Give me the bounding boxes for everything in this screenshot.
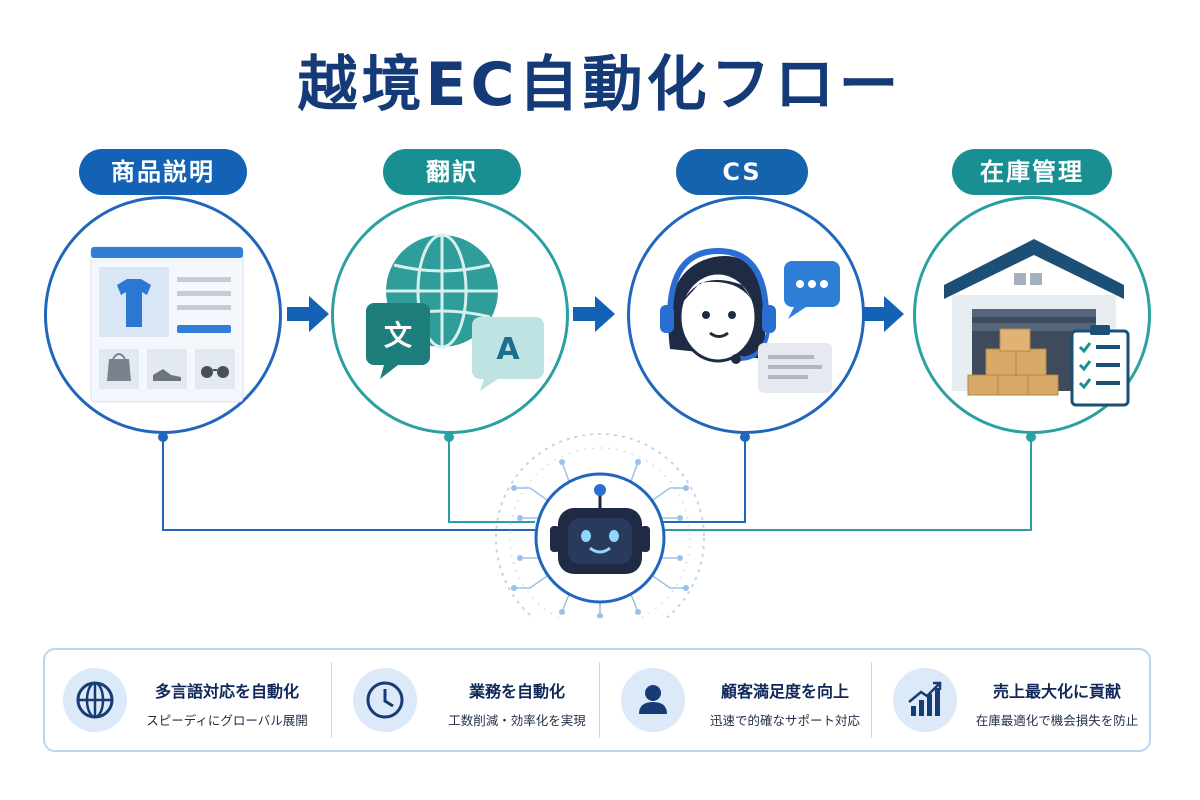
connector-dot <box>444 432 454 442</box>
step-label-inventory: 在庫管理 <box>952 149 1112 195</box>
arrow-right-icon <box>287 296 329 332</box>
benefit-title: 業務を自動化 <box>468 682 565 701</box>
divider <box>599 662 600 738</box>
divider <box>871 662 872 738</box>
benefit-sales: 売上最大化に貢献 在庫最適化で機会損失を防止 <box>875 650 1151 750</box>
benefits-panel: 多言語対応を自動化 スピーディにグローバル展開 業務を自動化 工数削減・効率化を… <box>43 648 1151 752</box>
ai-hub <box>495 433 705 618</box>
user-icon <box>621 668 685 732</box>
arrow-right-icon <box>573 296 615 332</box>
translation-target-glyph: A <box>496 332 520 367</box>
connector-dot <box>1026 432 1036 442</box>
benefit-automation: 業務を自動化 工数削減・効率化を実現 <box>335 650 597 750</box>
globe-translation-icon: 文 A <box>366 233 544 391</box>
step-customer-support <box>627 196 865 434</box>
translation-source-glyph: 文 <box>384 319 412 352</box>
step-product-description <box>44 196 282 434</box>
benefit-multilingual: 多言語対応を自動化 スピーディにグローバル展開 <box>45 650 329 750</box>
benefit-title: 多言語対応を自動化 <box>154 682 299 701</box>
benefit-subtitle: 迅速で的確なサポート対応 <box>709 713 860 728</box>
product-page-icon <box>90 246 244 403</box>
benefit-subtitle: スピーディにグローバル展開 <box>146 713 308 728</box>
globe-icon <box>63 668 127 732</box>
ai-robot-icon <box>550 484 650 574</box>
step-inventory <box>913 196 1151 434</box>
arrow-right-icon <box>862 296 904 332</box>
step-label-cs: CS <box>676 149 808 195</box>
benefit-subtitle: 在庫最適化で機会損失を防止 <box>975 713 1139 728</box>
clock-icon <box>353 668 417 732</box>
page-title: 越境EC自動化フロー <box>297 50 903 120</box>
support-agent-icon <box>660 247 840 393</box>
benefit-title: 売上最大化に貢献 <box>992 682 1121 701</box>
benefit-title: 顧客満足度を向上 <box>720 682 849 701</box>
warehouse-icon <box>944 239 1130 407</box>
divider <box>331 662 332 738</box>
connector-dot <box>740 432 750 442</box>
connector-dot <box>158 432 168 442</box>
benefit-subtitle: 工数削減・効率化を実現 <box>448 713 586 728</box>
step-label-translation: 翻訳 <box>383 149 521 195</box>
benefit-customer-satisfaction: 顧客満足度を向上 迅速で的確なサポート対応 <box>603 650 869 750</box>
growth-chart-icon <box>893 668 957 732</box>
step-label-product-description: 商品説明 <box>79 149 247 195</box>
step-translation: 文 A <box>331 196 569 434</box>
